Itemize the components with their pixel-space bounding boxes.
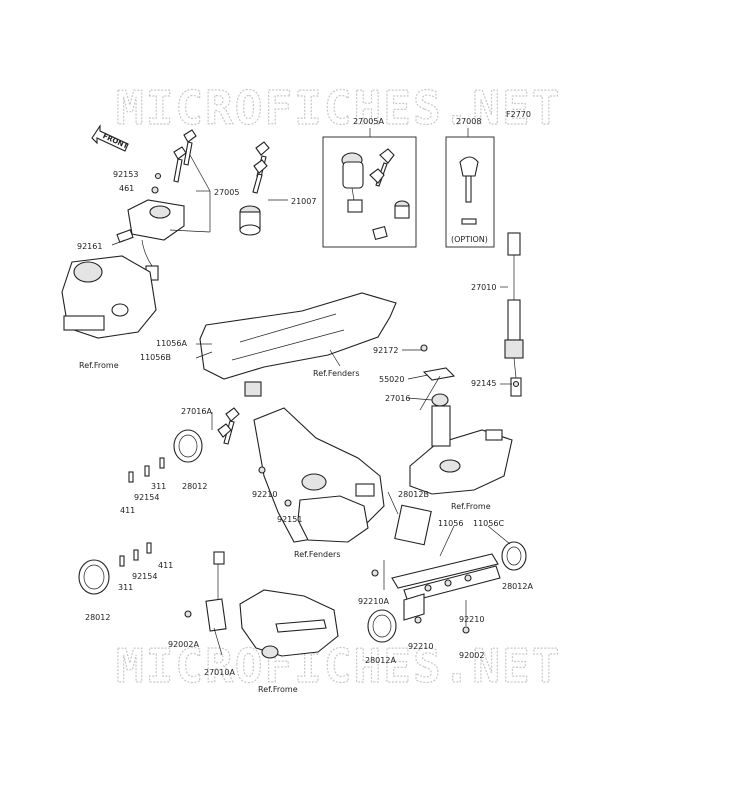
rear-fender-icon: [199, 292, 397, 397]
label-ref-frome-right: Ref.Frome: [451, 502, 491, 511]
label-55020: 55020: [379, 375, 404, 384]
key-and-cylinder-icon: [239, 141, 270, 236]
label-27016: 27016: [385, 394, 410, 403]
label-28012A-right: 28012A: [502, 582, 533, 591]
label-92145: 92145: [471, 379, 496, 388]
label-27005: 27005: [214, 188, 239, 197]
label-92210A: 92210A: [358, 597, 389, 606]
label-21007: 21007: [291, 197, 316, 206]
label-28012B: 28012B: [398, 490, 429, 499]
label-92210-bottom: 92210: [408, 642, 433, 651]
rear-reflector-right-icon: [501, 541, 527, 571]
license-plate-bracket-icon: [253, 407, 385, 543]
figure-code: F2770: [506, 110, 531, 119]
option-box: [445, 136, 495, 248]
side-reflector-icon: [394, 504, 432, 546]
label-28012-left: 28012: [182, 482, 207, 491]
reflector-bracket-icon: [391, 553, 501, 621]
watermark-top: MICROFICHES.NET: [116, 81, 561, 135]
label-27008: 27008: [456, 117, 481, 126]
ignition-switch-icon: [341, 152, 364, 213]
lock-set-box: [322, 136, 417, 248]
label-11056B: 11056B: [140, 353, 171, 362]
seat-lock-key-icon: [217, 407, 240, 445]
rear-reflector-bottom-left-icon: [78, 559, 110, 595]
label-92210-right: 92210: [459, 615, 484, 624]
label-ref-fenders-bottom: Ref.Fenders: [294, 550, 341, 559]
label-27010A: 27010A: [204, 668, 235, 677]
label-92154-left: 92154: [134, 493, 159, 502]
label-27016A: 27016A: [181, 407, 212, 416]
label-ref-frome-left: Ref.Frome: [79, 361, 119, 370]
label-92002: 92002: [459, 651, 484, 660]
label-311-bottom: 311: [118, 583, 133, 592]
label-ref-fenders-top: Ref.Fenders: [313, 369, 360, 378]
label-92002A: 92002A: [168, 640, 199, 649]
frame-reference-left-icon: [61, 255, 157, 339]
label-92151: 92151: [277, 515, 302, 524]
label-27005A: 27005A: [353, 117, 384, 126]
rear-reflector-bottom-right-icon: [367, 609, 397, 643]
label-92161: 92161: [77, 242, 102, 251]
label-28012-bottom: 28012: [85, 613, 110, 622]
label-11056C: 11056C: [473, 519, 504, 528]
rear-reflector-left-icon: [173, 429, 203, 463]
label-411-bottom: 411: [158, 561, 173, 570]
label-311-left: 311: [151, 482, 166, 491]
label-92154-bottom: 92154: [132, 572, 157, 581]
frame-reference-right-icon: [409, 367, 513, 495]
label-11056: 11056: [438, 519, 463, 528]
frame-reference-bottom-icon: [239, 589, 339, 659]
label-92172: 92172: [373, 346, 398, 355]
option-note: (OPTION): [451, 235, 488, 244]
lock-cylinder-icon: [372, 200, 410, 241]
label-411-left: 411: [120, 506, 135, 515]
neutral-switch-icon: [504, 232, 524, 397]
sidestand-switch-icon: [205, 551, 227, 632]
key-icon: [369, 148, 395, 187]
label-ref-frome-bottom: Ref.Frome: [258, 685, 298, 694]
label-11056A: 11056A: [156, 339, 187, 348]
watermark-bottom: MICROFICHES.NET: [116, 639, 561, 693]
label-92153: 92153: [113, 170, 138, 179]
label-92210-top: 92210: [252, 490, 277, 499]
leader-lines: [111, 128, 512, 656]
label-28012A-bottom: 28012A: [365, 656, 396, 665]
label-27010: 27010: [471, 283, 496, 292]
ignition-switch-assembly-icon: [116, 129, 197, 281]
key-blank-icon: [459, 156, 479, 225]
label-461: 461: [119, 184, 134, 193]
bolt-and-nut-icons: [119, 172, 520, 634]
